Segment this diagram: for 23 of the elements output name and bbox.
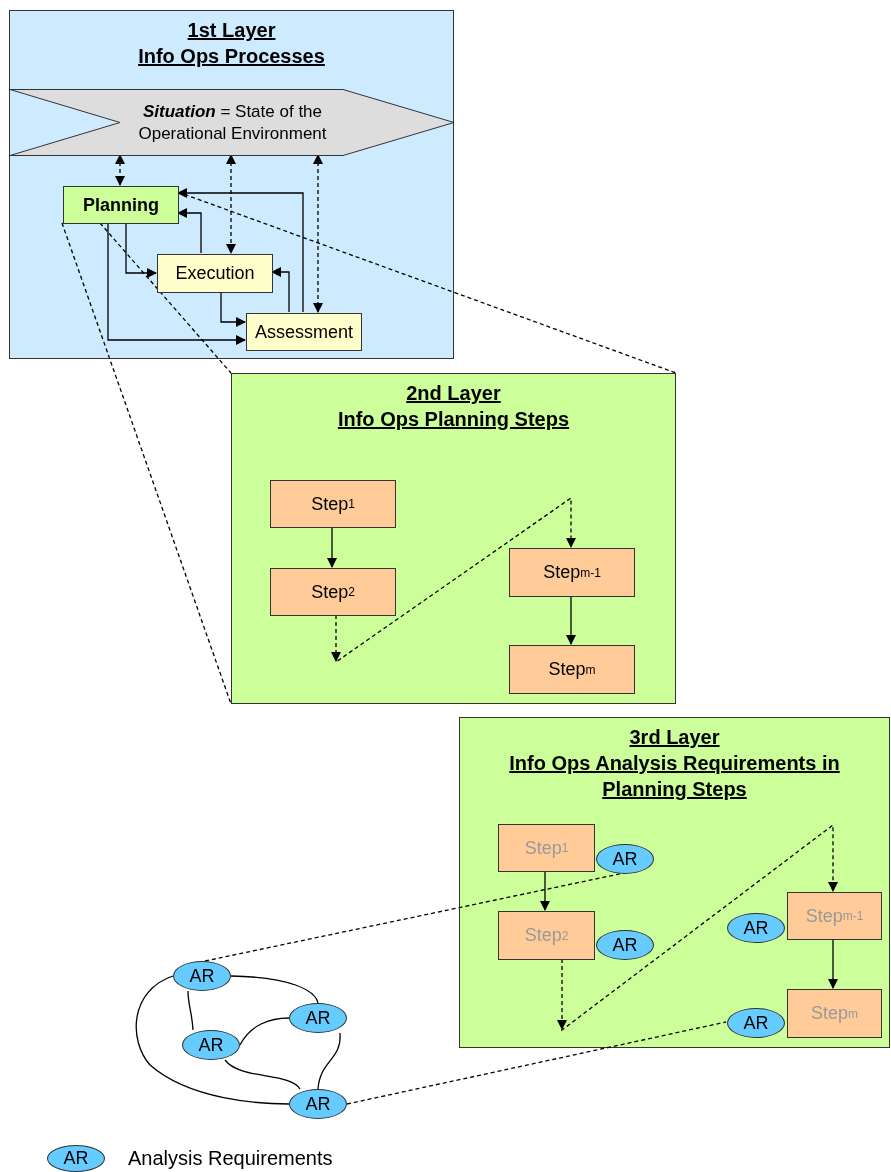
ar-ellipse: AR bbox=[596, 930, 654, 960]
layer-panel bbox=[9, 10, 454, 359]
situation-banner: Situation = State of the Operational Environment bbox=[10, 89, 455, 156]
panel-title: Info Ops Analysis Requirements in Planning Steps bbox=[508, 751, 841, 802]
panel-title: 2nd Layer bbox=[406, 381, 501, 406]
ar-ellipse: AR bbox=[727, 913, 785, 943]
legend-swatch: AR bbox=[47, 1145, 105, 1172]
process-box: Execution bbox=[157, 254, 273, 293]
panel-title: Info Ops Processes bbox=[138, 44, 325, 69]
ar-ellipse: AR bbox=[182, 1030, 240, 1060]
ar-ellipse: AR bbox=[596, 844, 654, 874]
legend-text: Analysis Requirements bbox=[128, 1147, 333, 1170]
process-box: Planning bbox=[63, 186, 179, 224]
panel-title: 1st Layer bbox=[187, 18, 276, 43]
ar-ellipse: AR bbox=[173, 961, 231, 991]
ar-ellipse: AR bbox=[289, 1003, 347, 1033]
layer-panel bbox=[231, 373, 676, 704]
panel-title: 3rd Layer bbox=[629, 725, 720, 750]
layer-panel bbox=[459, 717, 890, 1048]
ar-ellipse: AR bbox=[727, 1008, 785, 1038]
panel-title: Info Ops Planning Steps bbox=[337, 407, 570, 432]
process-box: Assessment bbox=[246, 313, 362, 351]
ar-ellipse: AR bbox=[289, 1089, 347, 1119]
